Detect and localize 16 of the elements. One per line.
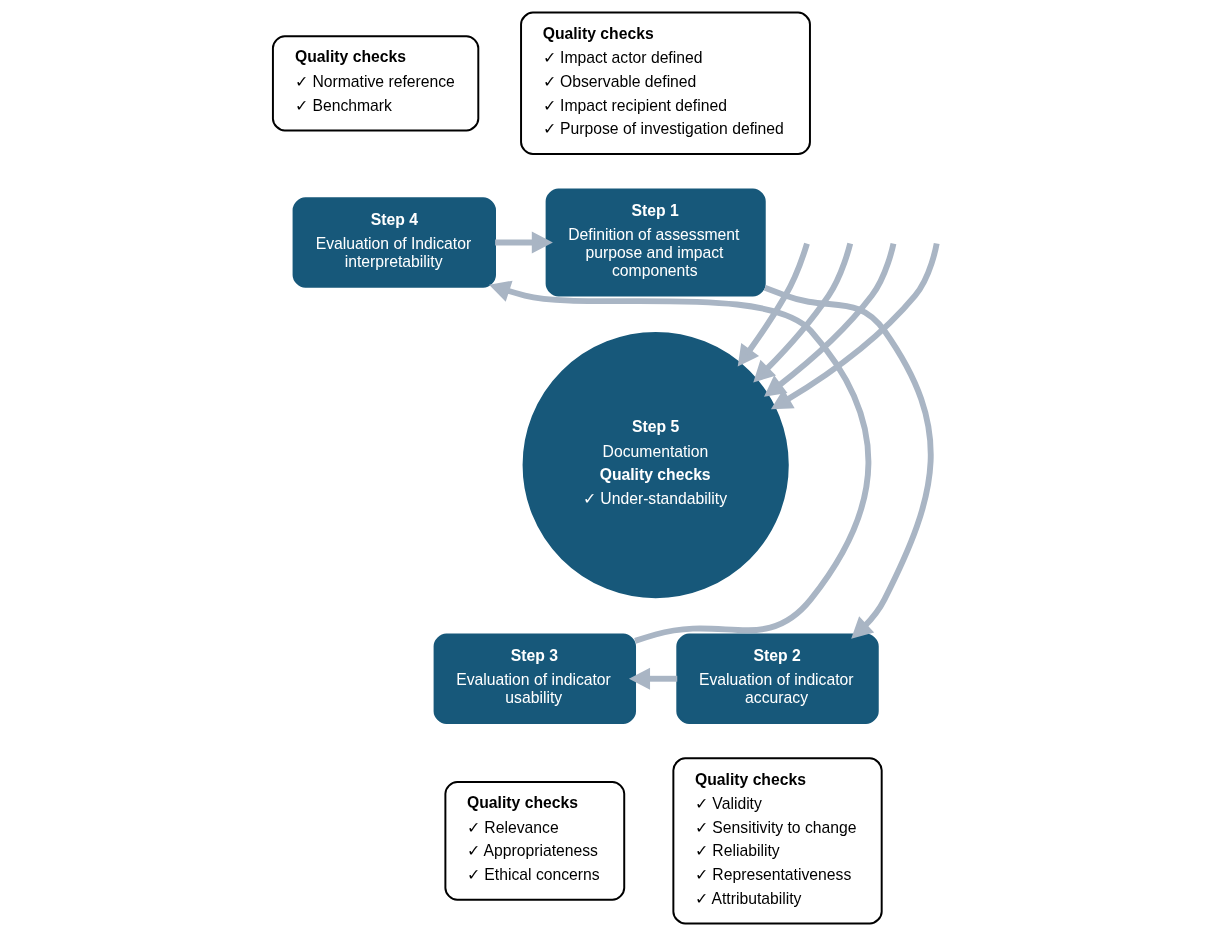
node-box: Quality checks ✓ Relevance ✓ Appropriateness ✓ Ethical concerns xyxy=(444,780,626,901)
node-box: Step 4 Evaluation of Indicator interpretability xyxy=(292,197,496,288)
node-box: Step 2 Evaluation of indicator accuracy xyxy=(676,633,879,724)
node-box: Step 3 Evaluation of indicator usability xyxy=(433,633,637,724)
node-box: Quality checks ✓ Validity ✓ Sensitivity to change ✓ Reliability ✓ Representativeness ✓ Attributability xyxy=(672,757,883,925)
arrow xyxy=(489,280,872,644)
arrow xyxy=(764,243,940,410)
arrow xyxy=(764,242,897,397)
node-box: Quality checks ✓ Normative reference ✓ Benchmark xyxy=(271,35,480,132)
node-box: Step 1 Definition of assessment purpose and impact components xyxy=(545,188,766,297)
arrow xyxy=(737,242,810,367)
arrow xyxy=(763,284,934,639)
arrow xyxy=(628,667,678,690)
arrow xyxy=(753,242,854,383)
node-box: Quality checks ✓ Impact actor defined ✓ Observable defined ✓ Impact recipient defined ✓ Purpose of investigation defined xyxy=(520,11,811,156)
arrow xyxy=(495,231,553,254)
